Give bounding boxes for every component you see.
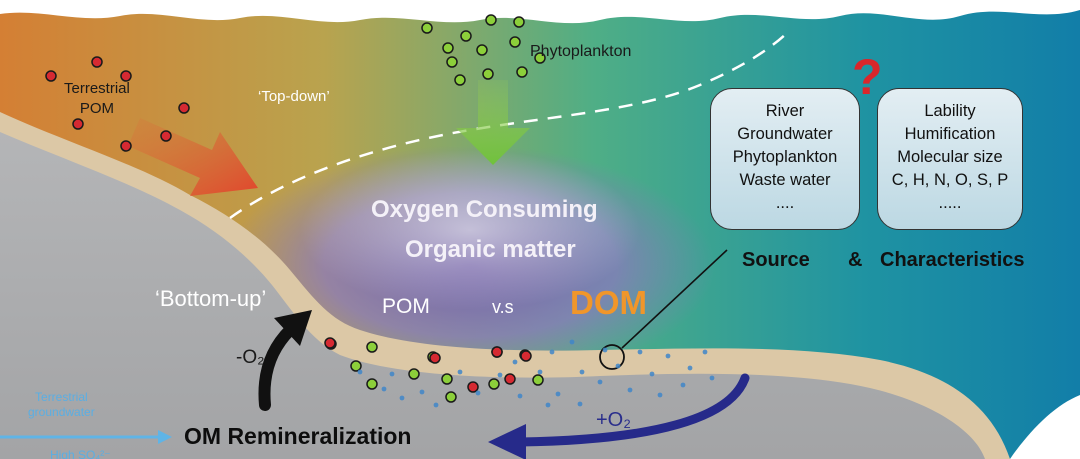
phytoplankton-label: Phytoplankton — [530, 43, 632, 60]
dom-particle-dot — [497, 372, 503, 378]
phytoplankton-dot — [513, 16, 525, 28]
oxygen-consuming-title: Oxygen Consuming — [371, 196, 598, 223]
terrestrial-groundwater-label: Terrestrial groundwater — [28, 390, 95, 419]
dom-particle-dot — [419, 389, 425, 395]
dom-particle-dot — [579, 369, 585, 375]
particle-dots — [45, 14, 715, 408]
dom-particle-dot — [549, 349, 555, 355]
sediment-pom-dot — [429, 352, 441, 364]
dom-particle-dot — [709, 375, 715, 381]
sediment-pom-dot — [324, 337, 336, 349]
terrestrial-pom-dot — [72, 118, 84, 130]
dom-particle-dot — [389, 371, 395, 377]
sediment-pom-dot — [520, 350, 532, 362]
characteristics-caption: Characteristics — [880, 249, 1025, 271]
phytoplankton-dot — [476, 44, 488, 56]
dom-particle-dot — [702, 349, 708, 355]
om-remineralization-label: OM Remineralization — [184, 423, 412, 449]
phytoplankton-dot — [442, 42, 454, 54]
pom-label: POM — [382, 295, 430, 318]
organic-matter-title: Organic matter — [405, 236, 576, 263]
terrestrial-pom-dot — [120, 70, 132, 82]
phytoplankton-dot — [454, 74, 466, 86]
terrestrial-pom-dot — [91, 56, 103, 68]
terrestrial-pom-label: Terrestrial POM — [64, 80, 130, 117]
dom-particle-dot — [687, 365, 693, 371]
phytoplankton-dot — [509, 36, 521, 48]
terrestrial-pom-dot — [160, 130, 172, 142]
sediment-phyto-dot — [366, 378, 378, 390]
remineralization-arrow — [515, 373, 750, 447]
dom-particle-dot — [569, 339, 575, 345]
bottom-up-arrow — [258, 324, 296, 411]
dom-particle-dot — [433, 402, 439, 408]
dom-particle-dot — [657, 392, 663, 398]
source-caption: Source — [742, 249, 810, 271]
dom-particle-dot — [457, 369, 463, 375]
top-down-label: ‘Top-down’ — [258, 88, 330, 105]
phytoplankton-dot — [516, 66, 528, 78]
dom-particle-dot — [512, 359, 518, 365]
characteristics-box: Lability Humification Molecular size C, … — [877, 88, 1023, 230]
dom-particle-dot — [627, 387, 633, 393]
dom-particle-dot — [649, 371, 655, 377]
dom-particle-dot — [597, 379, 603, 385]
dom-particle-dot — [399, 395, 405, 401]
terrestrial-pom-dot — [45, 70, 57, 82]
dom-highlight-circle — [599, 344, 625, 370]
dom-particle-dot — [637, 349, 643, 355]
dom-particle-dot — [537, 369, 543, 375]
source-box: River Groundwater Phytoplankton Waste wa… — [710, 88, 860, 230]
dom-particle-dot — [381, 386, 387, 392]
ground — [0, 132, 985, 459]
phytoplankton-dot — [421, 22, 433, 34]
dom-particle-dot — [577, 401, 583, 407]
sediment-phyto-dot — [488, 378, 500, 390]
dom-particle-dot — [665, 353, 671, 359]
callout-line — [621, 249, 728, 349]
high-so4-label: High SO₄²⁻ — [50, 448, 111, 459]
terrestrial-pom-dot — [178, 102, 190, 114]
dom-particle-dot — [680, 382, 686, 388]
dom-particle-dot — [475, 390, 481, 396]
dom-particle-dot — [517, 393, 523, 399]
sediment-phyto-dot — [532, 374, 544, 386]
sediment-phyto-dot — [441, 373, 453, 385]
dom-particle-dot — [545, 402, 551, 408]
dom-particle-dot — [555, 391, 561, 397]
ampersand: & — [848, 249, 863, 271]
bottom-up-label: ‘Bottom-up’ — [155, 286, 267, 311]
dom-label: DOM — [570, 284, 647, 321]
sediment-phyto-dot — [350, 360, 362, 372]
dom-particle-dot — [615, 363, 621, 369]
phytoplankton-dot — [534, 52, 546, 64]
question-mark: ? — [852, 49, 883, 105]
sediment-phyto-dot — [445, 391, 457, 403]
sediment-phyto-dot — [366, 341, 378, 353]
dom-particle-dot — [357, 369, 363, 375]
phytoplankton-dot — [446, 56, 458, 68]
phytoplankton-sinking-arrow — [456, 80, 530, 165]
sediment-pom-dot — [467, 381, 479, 393]
sediment-phyto-dot — [408, 368, 420, 380]
sediment-pom-dot — [491, 346, 503, 358]
phytoplankton-dot — [485, 14, 497, 26]
sediment-pom-dot — [504, 373, 516, 385]
plus-o2-label: +O₂ — [596, 409, 631, 431]
sky-waves — [0, 0, 1080, 24]
vs-label: v.s — [492, 297, 514, 317]
dashed-boundary — [229, 29, 791, 220]
dom-particle-dot — [602, 347, 608, 353]
phytoplankton-dot — [482, 68, 494, 80]
terrestrial-pom-dot — [120, 140, 132, 152]
phytoplankton-dot — [460, 30, 472, 42]
minus-o2-label: -O₂ — [236, 347, 265, 368]
